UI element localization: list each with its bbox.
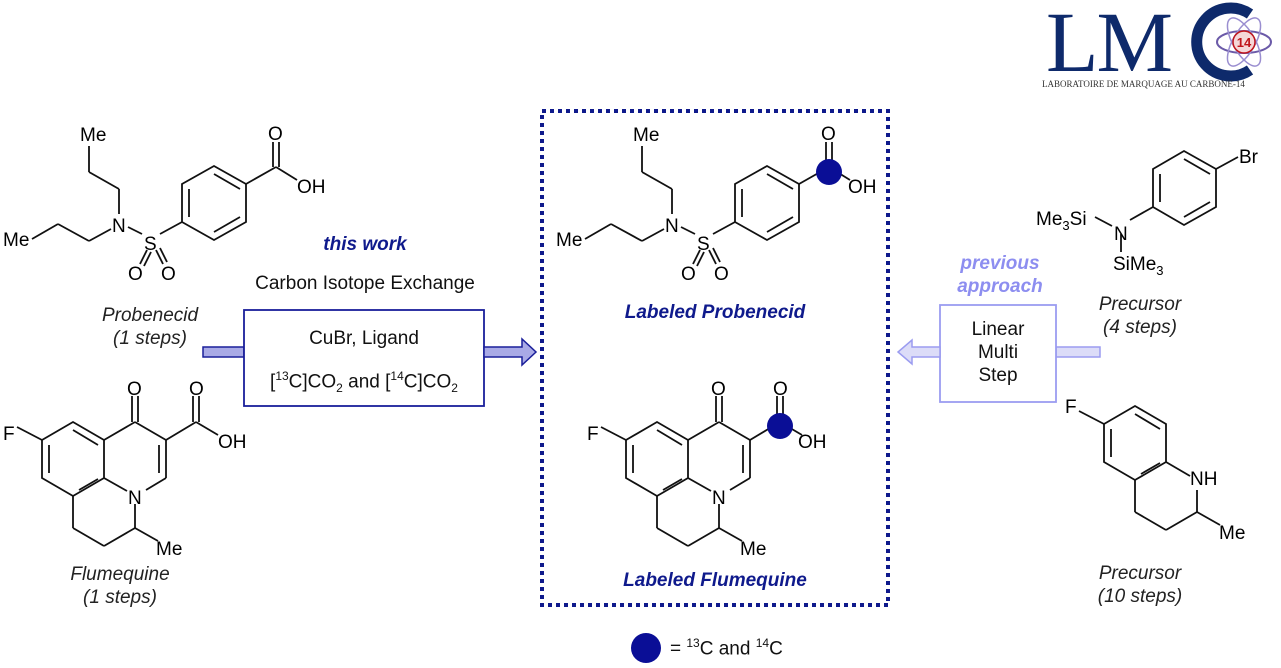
atom-sime3: SiMe3 xyxy=(1113,254,1164,278)
legend-text: = 13C and 14C xyxy=(670,636,783,660)
atom-me3si: Me3Si xyxy=(1036,209,1087,233)
labeled-probenecid-label: Labeled Probenecid xyxy=(624,302,806,323)
flumequine-steps: (1 steps) xyxy=(83,587,157,608)
precursor1-label: Precursor (4 steps) xyxy=(1070,293,1210,339)
atom-me: Me xyxy=(633,125,659,146)
atom-me: Me xyxy=(1219,523,1245,544)
flumequine-name: Flumequine xyxy=(70,564,170,585)
legend-dot-icon xyxy=(631,633,661,663)
labeled-probenecid-structure: Me Me N S O O O OH xyxy=(556,124,877,285)
method-label: Carbon Isotope Exchange xyxy=(255,273,475,294)
atom-me: Me xyxy=(156,539,182,560)
precursor2-steps: (10 steps) xyxy=(1097,586,1183,607)
logo-badge: 14 xyxy=(1237,35,1252,50)
atom-n: N xyxy=(112,216,126,237)
atom-o: O xyxy=(268,124,283,145)
precursor-bromoaniline-atoms: Br Me3Si N SiMe3 xyxy=(1036,147,1259,278)
atom-o: O xyxy=(161,264,176,285)
atom-f: F xyxy=(587,424,599,445)
atom-br: Br xyxy=(1239,147,1259,168)
labeled-carbon-dot xyxy=(816,159,842,185)
precursor1-name: Precursor xyxy=(1098,294,1182,315)
atom-f: F xyxy=(1065,397,1077,418)
previous-title-line2: approach xyxy=(957,276,1043,297)
precursor2-name: Precursor xyxy=(1098,563,1182,584)
flumequine-label: Flumequine (1 steps) xyxy=(40,563,200,609)
atom-n: N xyxy=(1114,224,1128,245)
labeled-flumequine-label: Labeled Flumequine xyxy=(623,570,807,591)
this-work-title: this work xyxy=(323,234,407,255)
atom-oh: OH xyxy=(798,432,827,453)
atom-me: Me xyxy=(80,125,106,146)
probenecid-name: Probenecid xyxy=(101,305,199,326)
product-frame xyxy=(540,109,890,607)
atom-o: O xyxy=(821,124,836,145)
atom-o: O xyxy=(773,379,788,400)
precursor2-label: Precursor (10 steps) xyxy=(1070,562,1210,608)
atom-o: O xyxy=(127,379,142,400)
arrow-right-icon xyxy=(483,337,538,367)
atom-o: O xyxy=(711,379,726,400)
labeled-carbon-dot xyxy=(767,413,793,439)
conditions-line1: CuBr, Ligand xyxy=(309,328,419,349)
logo-subtitle: LABORATOIRE DE MARQUAGE AU CARBONE-14 xyxy=(1042,79,1245,89)
atom-nh: NH xyxy=(1190,469,1217,490)
atom-oh: OH xyxy=(297,177,326,198)
precursor-tetrahydroquinoline-structure xyxy=(1078,404,1221,531)
atom-o: O xyxy=(681,264,696,285)
atom-n: N xyxy=(665,216,679,237)
atom-o: O xyxy=(714,264,729,285)
atom-n: N xyxy=(712,488,726,509)
lmc-logo: LM 14 LABORATOIRE DE MARQUAGE AU CARBONE… xyxy=(1040,0,1281,90)
logo-c-atom-icon: 14 xyxy=(1191,2,1272,82)
previous-box-line: Step xyxy=(978,365,1018,386)
probenecid-label: Probenecid (1 steps) xyxy=(70,304,230,350)
previous-title-line1: previous xyxy=(960,253,1040,274)
atom-f: F xyxy=(3,424,15,445)
arrow-left-icon xyxy=(896,338,941,366)
previous-box-text: Linear Multi Step xyxy=(940,318,1056,387)
previous-approach-title: previous approach xyxy=(940,252,1060,298)
atom-o: O xyxy=(128,264,143,285)
arrow-tail-right xyxy=(1055,346,1101,358)
logo-letters: LM xyxy=(1046,0,1173,90)
previous-box xyxy=(939,304,1057,403)
atom-oh: OH xyxy=(218,432,247,453)
atom-me: Me xyxy=(740,539,766,560)
probenecid-steps: (1 steps) xyxy=(113,328,187,349)
atom-n: N xyxy=(128,488,142,509)
atom-s: S xyxy=(697,234,710,255)
labeled-flumequine-structure: F O O OH N Me xyxy=(587,379,827,560)
atom-o: O xyxy=(189,379,204,400)
conditions-box xyxy=(243,309,485,407)
precursor-tetrahydroquinoline-atoms: F NH Me xyxy=(1065,397,1245,544)
previous-box-line: Multi xyxy=(977,342,1019,363)
precursor-bromoaniline-structure xyxy=(1094,149,1239,252)
previous-box-line: Linear xyxy=(971,319,1025,340)
precursor1-steps: (4 steps) xyxy=(1103,317,1177,338)
probenecid-structure: Me Me N S O O O OH xyxy=(3,124,326,285)
atom-me: Me xyxy=(556,230,582,251)
atom-s: S xyxy=(144,234,157,255)
atom-me: Me xyxy=(3,230,29,251)
conditions-line2: [13C]CO2 and [14C]CO2 xyxy=(270,369,458,396)
atom-oh: OH xyxy=(848,177,877,198)
flumequine-structure: F O O OH N Me xyxy=(3,379,247,560)
